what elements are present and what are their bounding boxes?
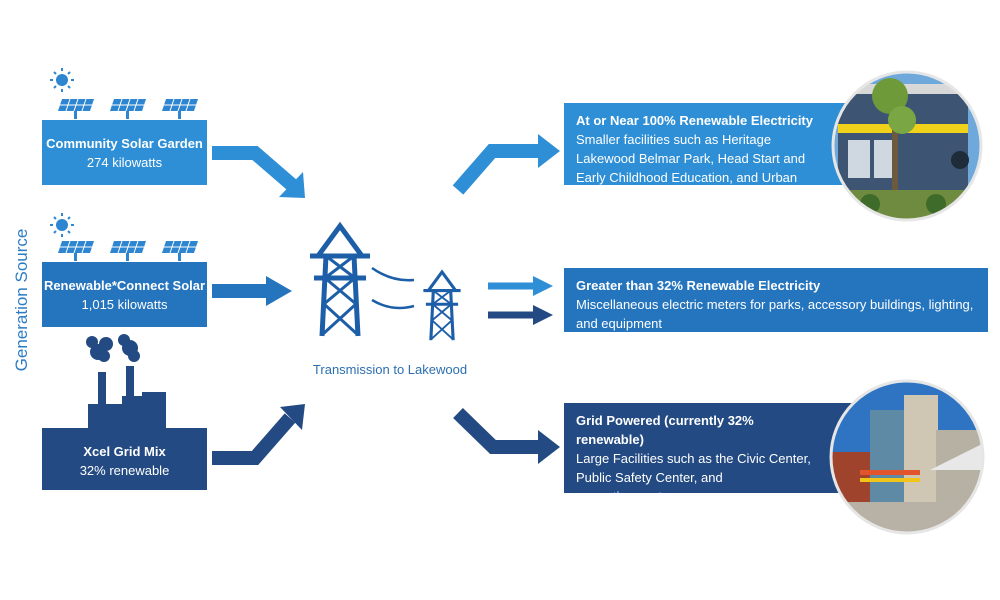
source-capacity: 1,015 kilowatts (81, 297, 168, 312)
output-grid-powered: Grid Powered (currently 32% renewable) L… (564, 403, 829, 504)
source-community-solar: Community Solar Garden 274 kilowatts (42, 120, 207, 185)
output-line: recreation centers (576, 489, 681, 504)
arrow-output-3 (453, 407, 560, 464)
arrow-source-2 (212, 276, 292, 306)
source-capacity: 274 kilowatts (86, 155, 163, 170)
output-title: Greater than 32% Renewable Electricity (576, 278, 821, 293)
output-line: Lakewood Belmar Park, Head Start and (576, 151, 806, 166)
arrow-source-3 (212, 404, 305, 465)
source-title: Renewable*Connect Solar (43, 278, 206, 293)
sun-icon (50, 68, 74, 92)
transmission-tower-icon (310, 226, 463, 342)
output-32-renewable: Greater than 32% Renewable Electricity M… (564, 268, 988, 332)
output-100-renewable: At or Near 100% Renewable Electricity Sm… (564, 103, 829, 204)
source-renewable-connect: Renewable*Connect Solar 1,015 kilowatts (42, 262, 207, 327)
factory-icon (86, 334, 166, 428)
solar-panels-icon (57, 240, 199, 262)
output-line: Smaller facilities such as Heritage (576, 132, 772, 147)
arrow-output-1 (452, 134, 560, 195)
source-title: Xcel Grid Mix (83, 444, 166, 459)
source-share: 32% renewable (79, 463, 170, 478)
output-title: At or Near 100% Renewable Electricity (576, 113, 813, 128)
output-line: Early Childhood Education, and Urban Par… (576, 170, 798, 204)
arrow-output-2b (488, 305, 553, 325)
sun-icon (50, 213, 74, 237)
heritage-building-photo (831, 70, 983, 222)
source-xcel-grid: Xcel Grid Mix 32% renewable (42, 428, 207, 490)
source-title: Community Solar Garden (46, 136, 203, 151)
output-line: Miscellaneous electric meters for parks,… (576, 297, 974, 312)
solar-panels-icon (57, 98, 199, 120)
transmission-label: Transmission to Lakewood (312, 362, 468, 377)
output-line: Large Facilities such as the Civic Cente… (576, 451, 811, 466)
arrow-source-1 (212, 146, 305, 198)
output-line: and equipment (576, 316, 663, 331)
output-line: Public Safety Center, and (576, 470, 723, 485)
civic-center-photo (829, 379, 985, 535)
output-title: Grid Powered (currently 32% renewable) (576, 413, 754, 447)
arrow-output-2a (488, 276, 553, 296)
